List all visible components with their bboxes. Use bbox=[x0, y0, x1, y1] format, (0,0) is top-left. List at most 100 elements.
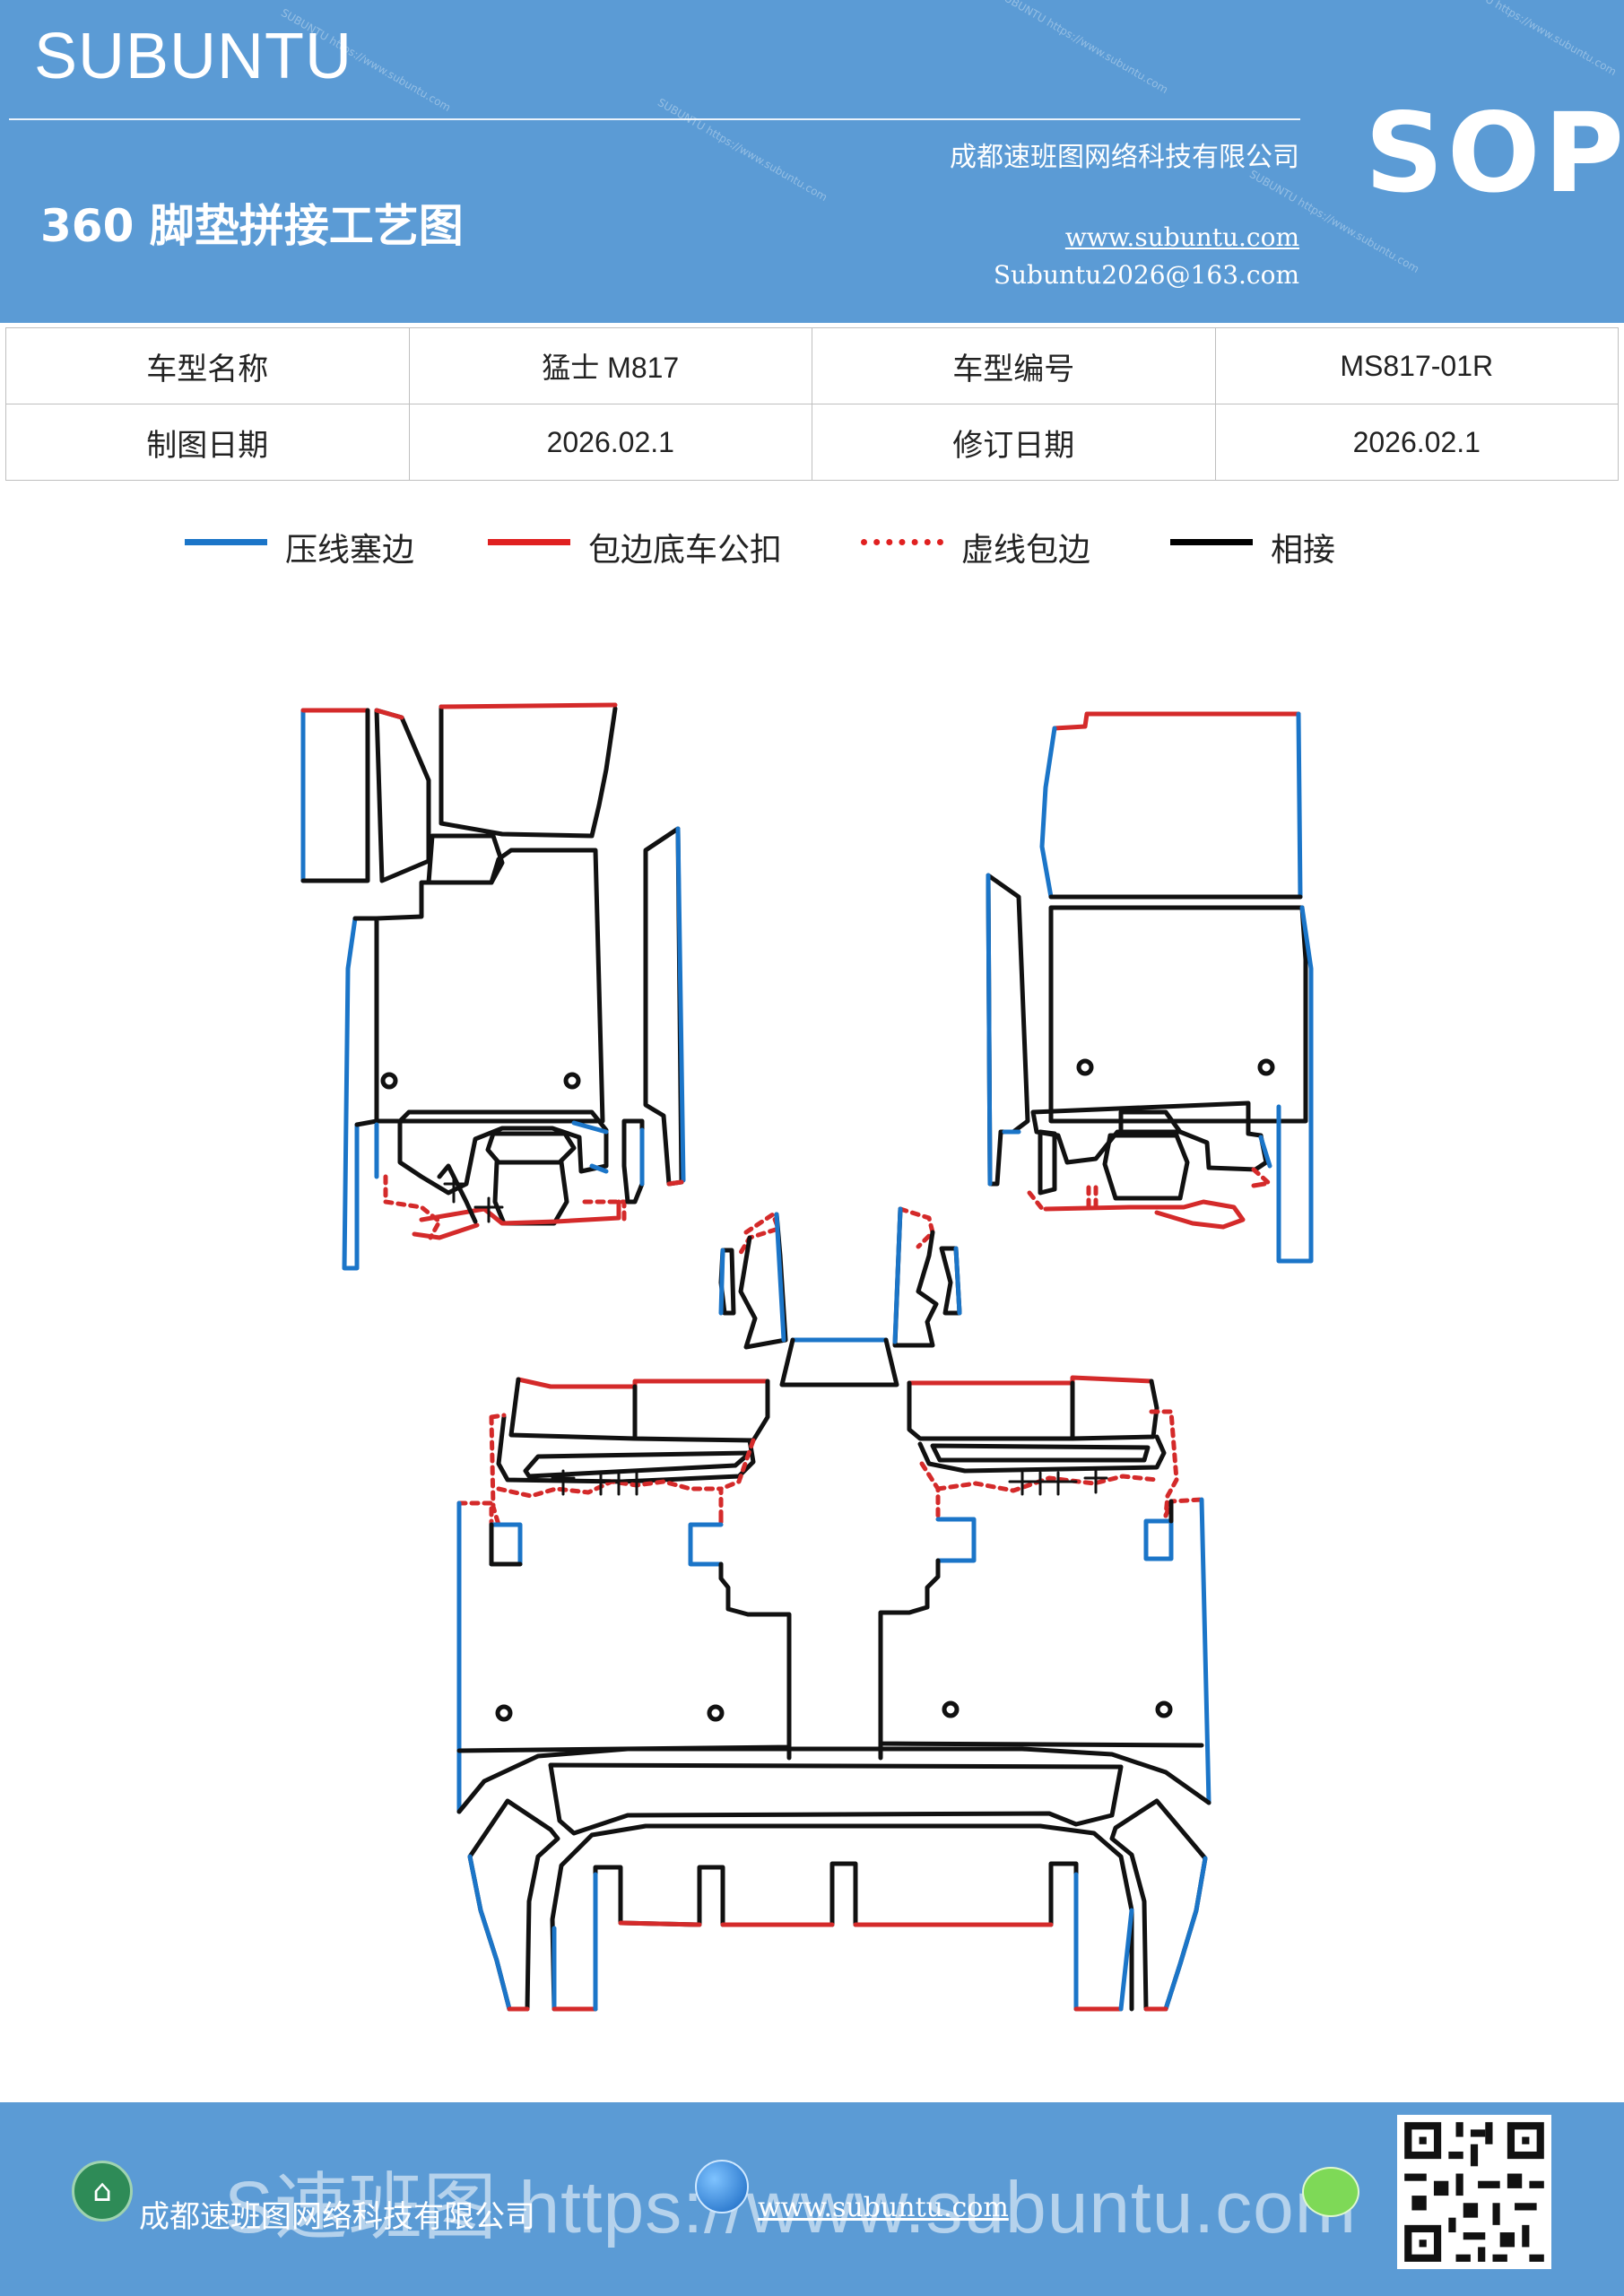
panel-outline bbox=[523, 1450, 752, 1479]
value-model-code: MS817-01R bbox=[1214, 327, 1619, 404]
panel-outline bbox=[718, 1248, 725, 1316]
panel-outline bbox=[412, 1222, 480, 1240]
panel-outline bbox=[986, 873, 993, 1187]
right-front-mat bbox=[986, 711, 1314, 1264]
value-revision-date: 2026.02.1 bbox=[1214, 404, 1619, 481]
panel-outline bbox=[953, 1246, 962, 1316]
panel-outline bbox=[443, 1173, 504, 1223]
footer-banner: S速班图 https://www.subuntu.com ⌂ 成都速班图网络科技… bbox=[0, 2102, 1624, 2296]
panel-outline bbox=[1052, 711, 1301, 731]
panel-outline bbox=[1038, 1129, 1057, 1196]
qr-code-icon bbox=[1397, 2115, 1551, 2269]
panel-outline bbox=[456, 1746, 1211, 1814]
rear-right-mat bbox=[878, 1375, 1211, 1805]
center-front-pieces bbox=[718, 1206, 962, 1387]
panel-outline bbox=[383, 1174, 442, 1240]
panel-outline bbox=[892, 1206, 903, 1344]
vehicle-info-table: 车型名称 猛士 M817 车型编号 MS817-01R 制图日期 2026.02… bbox=[5, 327, 1619, 481]
value-model-name: 猛士 M817 bbox=[408, 327, 812, 404]
legend-swatch-black bbox=[1170, 539, 1253, 545]
panel-outline bbox=[930, 1443, 1151, 1463]
clip-hole bbox=[495, 1704, 513, 1722]
panel-outline bbox=[786, 1741, 883, 1761]
clip-hole bbox=[1257, 1058, 1275, 1076]
panel-outline bbox=[675, 826, 686, 1183]
panel-outline bbox=[718, 1438, 756, 1492]
brand-name: SUBUNTU bbox=[34, 21, 353, 92]
panel-outline bbox=[516, 1377, 770, 1389]
watermark: SUBUNTU https://www.subuntu.com bbox=[655, 95, 829, 204]
company-name: 成都速班图网络科技有限公司 bbox=[950, 142, 1299, 173]
footer-watermark: S速班图 https://www.subuntu.com bbox=[224, 2167, 1358, 2248]
website-link[interactable]: www.subuntu.com bbox=[1064, 222, 1299, 252]
panel-outline bbox=[550, 1823, 1134, 2012]
panel-outline bbox=[917, 1434, 1167, 1474]
panel-outline bbox=[1002, 1129, 1272, 1169]
panel-outline bbox=[1048, 905, 1308, 1124]
clip-hole bbox=[707, 1704, 725, 1722]
panel-outline bbox=[439, 704, 618, 839]
panel-outline bbox=[593, 1861, 1079, 2012]
header-divider bbox=[9, 118, 1300, 120]
panel-outline bbox=[1163, 1856, 1208, 2012]
panel-outline bbox=[621, 1118, 645, 1205]
clip-hole bbox=[380, 1072, 398, 1090]
rear-left-mat bbox=[456, 1377, 792, 1814]
panel-outline bbox=[467, 1854, 512, 2012]
legend-swatch-red-dotted bbox=[861, 539, 943, 545]
panel-outline bbox=[1008, 1469, 1108, 1496]
clip-hole bbox=[942, 1700, 960, 1718]
watermark: SUBUNTU https://www.subuntu.com bbox=[995, 0, 1170, 97]
panel-outline bbox=[1276, 905, 1314, 1264]
panel-outline bbox=[986, 873, 1030, 1187]
panel-outline bbox=[939, 1246, 962, 1316]
panel-outline bbox=[935, 1517, 977, 1563]
panel-outline bbox=[571, 1120, 609, 1174]
panel-outline bbox=[907, 1378, 1159, 1441]
panel-outline bbox=[898, 1206, 935, 1249]
legend-label: 相接 bbox=[1271, 532, 1336, 569]
panel-outline bbox=[643, 826, 684, 1187]
panel-outline bbox=[374, 708, 404, 720]
clip-hole bbox=[563, 1072, 581, 1090]
legend-label: 包边底车公扣 bbox=[588, 532, 783, 569]
footer-company-name: 成都速班图网络科技有限公司 bbox=[139, 2199, 535, 2235]
wechat-icon bbox=[1302, 2167, 1359, 2217]
panel-outline bbox=[456, 1522, 792, 1753]
clip-hole bbox=[1155, 1700, 1173, 1718]
legend-swatch-red bbox=[488, 539, 570, 545]
document-title: 360 脚垫拼接工艺图 bbox=[40, 200, 464, 252]
watermark: SUBUNTU https://www.subuntu.com bbox=[1444, 0, 1619, 79]
panel-outline bbox=[300, 708, 370, 883]
panel-outline bbox=[426, 833, 505, 885]
panel-outline bbox=[919, 1461, 941, 1522]
panel-outline bbox=[736, 1212, 781, 1258]
panel-outline bbox=[489, 1522, 523, 1567]
footer-website-link[interactable]: www.subuntu.com bbox=[758, 2192, 1009, 2223]
legend-swatch-blue bbox=[185, 539, 267, 545]
legend: 压线塞边 包边底车公扣 虚线包边 相接 bbox=[0, 520, 1624, 574]
panel-outline bbox=[485, 1131, 577, 1165]
floor-mat-diagram bbox=[300, 702, 1314, 2012]
panel-outline bbox=[688, 1522, 724, 1567]
table-row: 制图日期 2026.02.1 修订日期 2026.02.1 bbox=[5, 404, 1619, 481]
panel-outline bbox=[489, 1413, 724, 1527]
label-drawing-date: 制图日期 bbox=[5, 404, 410, 481]
panel-outline bbox=[666, 1179, 684, 1187]
panel-outline bbox=[354, 1118, 379, 1127]
value-drawing-date: 2026.02.1 bbox=[408, 404, 812, 481]
panel-outline bbox=[892, 1206, 939, 1348]
panel-outline bbox=[1039, 726, 1057, 900]
sop-badge: SOP bbox=[1365, 90, 1624, 217]
panel-outline bbox=[508, 1377, 770, 1443]
panel-outline bbox=[1102, 1133, 1190, 1201]
email-address: Subuntu2026@163.com bbox=[993, 260, 1299, 290]
left-front-mat bbox=[300, 702, 686, 1271]
label-revision-date: 修订日期 bbox=[812, 404, 1216, 481]
panel-outline bbox=[397, 1109, 609, 1196]
panel-outline bbox=[1296, 711, 1303, 900]
legend-label: 虚线包边 bbox=[961, 532, 1091, 569]
panel-outline bbox=[774, 1212, 786, 1343]
panel-outline bbox=[419, 1199, 621, 1226]
panel-outline bbox=[779, 1337, 899, 1387]
